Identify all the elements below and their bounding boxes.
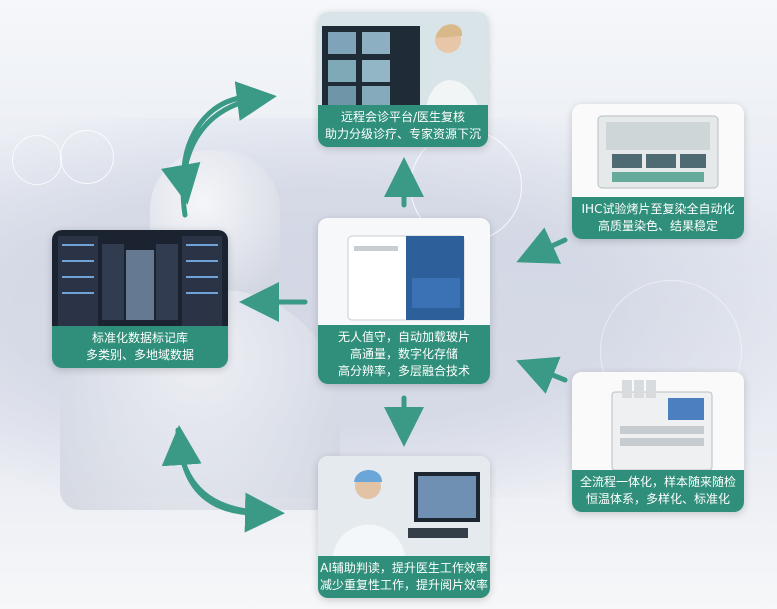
tissue-processor-image bbox=[572, 372, 744, 474]
processor-line-1: 全流程一体化，样本随来随检 bbox=[579, 475, 736, 489]
ai-caption: AI辅助判读，提升医生工作效率 减少重复性工作，提升阅片效率 bbox=[318, 556, 490, 598]
arrow-ai-database bbox=[161, 425, 253, 516]
telemedicine-line-2: 助力分级诊疗、专家资源下沉 bbox=[324, 127, 481, 141]
database-card: 标准化数据标记库 多类别、多地域数据 bbox=[52, 230, 228, 368]
database-line-1: 标准化数据标记库 bbox=[91, 331, 188, 345]
arrow-database-ai bbox=[175, 427, 285, 533]
scanner-line-3: 高分辨率，多层融合技术 bbox=[337, 364, 470, 378]
ihc-card: IHC试验烤片至复染全自动化 高质量染色、结果稳定 bbox=[572, 104, 744, 239]
processor-line-2: 恒温体系，多样化、标准化 bbox=[585, 492, 730, 506]
ai-line-2: 减少重复性工作，提升阅片效率 bbox=[320, 578, 489, 592]
slide-scanner-image bbox=[318, 218, 490, 330]
ihc-caption: IHC试验烤片至复染全自动化 高质量染色、结果稳定 bbox=[572, 197, 744, 239]
server-room-image bbox=[52, 230, 228, 332]
ai-line-1: AI辅助判读，提升医生工作效率 bbox=[320, 561, 488, 575]
hud-circle-icon bbox=[60, 130, 114, 184]
ai-card: AI辅助判读，提升医生工作效率 减少重复性工作，提升阅片效率 bbox=[318, 456, 490, 598]
arrow-database-telemedicine bbox=[180, 81, 277, 218]
processor-card: 全流程一体化，样本随来随检 恒温体系，多样化、标准化 bbox=[572, 372, 744, 512]
scanner-line-2: 高通量，数字化存储 bbox=[349, 347, 458, 361]
processor-caption: 全流程一体化，样本随来随检 恒温体系，多样化、标准化 bbox=[572, 470, 744, 512]
arrow-processor-scanner bbox=[516, 356, 568, 394]
ihc-line-2: 高质量染色、结果稳定 bbox=[597, 219, 718, 233]
database-caption: 标准化数据标记库 多类别、多地域数据 bbox=[52, 326, 228, 368]
scanner-card: 无人值守，自动加载玻片 高通量，数字化存储 高分辨率，多层融合技术 bbox=[318, 218, 490, 384]
lab-worker-image bbox=[318, 456, 490, 560]
telemedicine-line-1: 远程会诊平台/医生复核 bbox=[340, 110, 466, 124]
scanner-line-1: 无人值守，自动加载玻片 bbox=[337, 330, 470, 344]
scanner-caption: 无人值守，自动加载玻片 高通量，数字化存储 高分辨率，多层融合技术 bbox=[318, 325, 490, 384]
arrow-telemedicine-database bbox=[161, 95, 243, 205]
telemedicine-card: 远程会诊平台/医生复核 助力分级诊疗、专家资源下沉 bbox=[318, 12, 488, 147]
ihc-stainer-image bbox=[572, 104, 744, 202]
telemedicine-caption: 远程会诊平台/医生复核 助力分级诊疗、专家资源下沉 bbox=[318, 105, 488, 147]
database-line-2: 多类别、多地域数据 bbox=[85, 348, 194, 362]
ihc-line-1: IHC试验烤片至复染全自动化 bbox=[581, 202, 735, 216]
video-conference-image bbox=[318, 12, 488, 112]
arrow-ihc-scanner bbox=[516, 227, 568, 264]
